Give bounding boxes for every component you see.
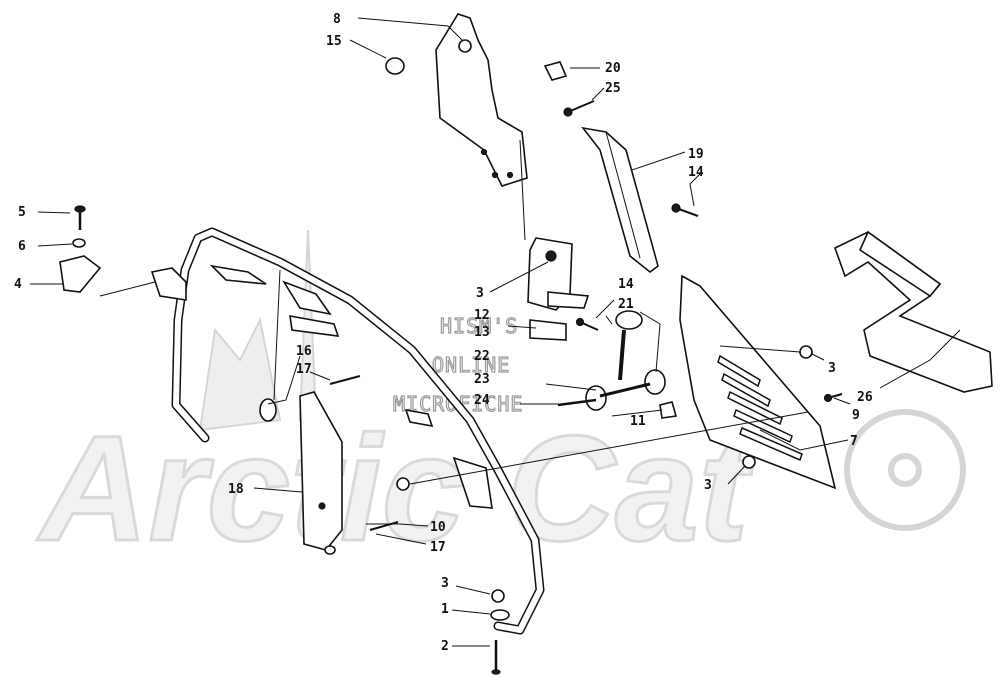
callout-25: 25 [605, 81, 621, 96]
callout-17-upper: 17 [296, 362, 312, 377]
part-washer-6 [72, 238, 86, 248]
part-louvered-panel-7 [659, 274, 837, 490]
callout-14-lower: 14 [618, 277, 634, 292]
part-screw-25 [563, 100, 595, 117]
part-screw-5 [74, 205, 86, 230]
part-linkage [557, 310, 666, 411]
callout-14-upper: 14 [688, 165, 704, 180]
callout-24: 24 [474, 393, 490, 408]
part-bracket-26 [834, 230, 993, 393]
callout-11: 11 [630, 414, 646, 429]
part-pin-17-lower [369, 521, 399, 531]
callout-3-lower: 3 [704, 478, 712, 493]
part-plate-18 [259, 269, 343, 551]
callout-3-right: 3 [828, 361, 836, 376]
part-washer-1 [490, 609, 510, 621]
leader-lines [30, 17, 961, 647]
callout-4: 4 [14, 277, 22, 292]
callout-20: 20 [605, 61, 621, 76]
callout-9: 9 [852, 408, 860, 423]
part-washer-10 [324, 545, 336, 555]
callout-1: 1 [441, 602, 449, 617]
callout-15: 15 [326, 34, 342, 49]
callout-16: 16 [296, 344, 312, 359]
part-center-bracket [527, 237, 590, 341]
callout-26: 26 [857, 390, 873, 405]
callout-19: 19 [688, 147, 704, 162]
watermark: Arctic Cat HISM'S ONLINE MICROFICHE [35, 229, 966, 574]
watermark-brand: Arctic Cat [36, 404, 755, 572]
part-bolt-9 [823, 393, 843, 403]
part-panel-19 [581, 126, 659, 274]
callout-6: 6 [18, 239, 26, 254]
callout-3-bottom: 3 [441, 576, 449, 591]
part-bolt-2 [491, 640, 501, 675]
callout-23: 23 [474, 372, 490, 387]
callout-7: 7 [850, 434, 858, 449]
callout-5: 5 [18, 205, 26, 220]
part-nut-3-right [799, 345, 813, 359]
callout-22: 22 [474, 349, 490, 364]
watermark-line-1: HISM'S [440, 314, 518, 338]
watermark-line-2: ONLINE [432, 353, 510, 377]
part-rivet-14-lower [575, 317, 599, 331]
part-nut-3-bottom [491, 589, 505, 603]
callout-21: 21 [618, 297, 634, 312]
part-nut-3-left [396, 477, 410, 491]
part-side-plate-upper [435, 13, 528, 187]
callout-12: 12 [474, 308, 490, 323]
part-pin-17-upper [329, 375, 361, 385]
part-bushing-20 [543, 61, 568, 81]
part-grommet-15 [385, 57, 405, 75]
callout-8: 8 [333, 12, 341, 27]
part-nut-3-lower [742, 455, 756, 469]
callout-2: 2 [441, 639, 449, 654]
callout-17-lower: 17 [430, 540, 446, 555]
callout-3-center: 3 [476, 286, 484, 301]
callout-18: 18 [228, 482, 244, 497]
watermark-wheel-icon [844, 409, 966, 531]
callout-13: 13 [474, 325, 490, 340]
part-clip-4 [59, 255, 102, 293]
callout-labels: 8 15 20 25 19 14 5 6 4 3 12 13 14 21 22 … [14, 12, 873, 654]
callout-10: 10 [430, 520, 446, 535]
part-rivet-14-upper [671, 203, 699, 217]
